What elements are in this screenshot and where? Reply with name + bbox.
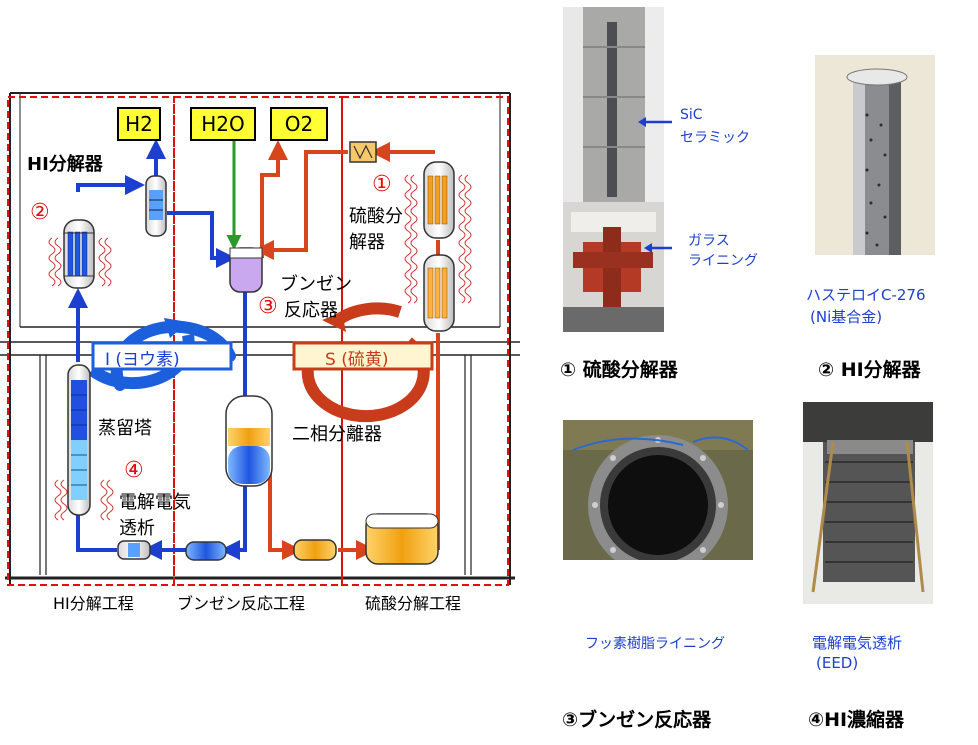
label-bunsen-2: 反応器 (284, 300, 338, 321)
label-two-phase: 二相分離器 (292, 424, 382, 445)
photo3-annotation: フッ素樹脂ライニング (585, 636, 725, 652)
hi-receiver-vessel (185, 541, 227, 561)
bunsen-reactor-vessel (229, 247, 263, 293)
iodine-arrowhead (164, 318, 188, 338)
red-piping (254, 140, 440, 560)
photo1-caption: ① 硫酸分解器 (560, 359, 678, 381)
label-bunsen-1: ブンゼン (280, 274, 352, 295)
heater-hatching (48, 174, 472, 521)
photo2-annotation-1: ハステロイC-276 (806, 286, 926, 304)
sulfuric-receiver-vessel (293, 539, 337, 561)
photo-bunsen-reactor (563, 420, 753, 560)
section-sulfuric: 硫酸分解工程 (365, 594, 462, 613)
section-bunsen: ブンゼン反応工程 (177, 594, 306, 613)
iodine-label-box (91, 341, 233, 371)
photo4-annotation-1: 電解電気透析 (812, 634, 903, 652)
hi-separator-vessel (145, 175, 167, 237)
label-sulfur-cycle: S (硫黄) (325, 350, 389, 370)
label-distillation: 蒸留塔 (98, 418, 152, 439)
eed-unit (117, 540, 151, 560)
sulfuric-storage-vessel (365, 513, 439, 565)
photo-sulfuric-decomposer (563, 7, 664, 332)
photo1-annotation-glass-2: ライニング (688, 253, 758, 269)
label-eed-2: 透析 (119, 518, 155, 539)
two-phase-separator-vessel (225, 395, 273, 487)
process-diagram (0, 92, 520, 586)
marker-4: ④ (124, 458, 144, 483)
section-hi: HI分解工程 (53, 594, 134, 613)
photo-eed (803, 402, 933, 604)
photo1-pointer-arrows (638, 117, 672, 253)
sulfur-label-box (292, 341, 434, 371)
photo2-caption: ② HI分解器 (818, 359, 921, 381)
marker-2: ② (30, 200, 50, 225)
label-sulfuric-decomposer-2: 解器 (349, 232, 385, 253)
label-hi-decomposer: HI分解器 (27, 154, 103, 175)
blue-piping (68, 139, 247, 560)
photo2-annotation-2: (Ni基合金) (810, 308, 883, 326)
photo1-annotation-sic-2: セラミック (680, 130, 750, 146)
photo3-caption: ③ブンゼン反応器 (562, 709, 712, 731)
photo1-annotation-sic-1: SiC (680, 107, 703, 123)
hi-decomposer-vessel (63, 219, 95, 289)
photo4-caption: ④HI濃縮器 (808, 709, 905, 731)
sulfuric-decomposer-vessel-upper (423, 161, 455, 239)
o2-product-box: O2 (270, 107, 328, 141)
section-frames (7, 96, 509, 586)
label-eed-1: 電解電気 (119, 492, 191, 513)
h2o-product-box: H2O (190, 107, 256, 141)
label-iodine-cycle: I (ヨウ素) (105, 350, 180, 370)
sulfuric-decomposer-vessel-lower (423, 254, 455, 332)
label-sulfuric-decomposer-1: 硫酸分 (349, 206, 403, 227)
heat-exchanger-icon (349, 141, 377, 163)
photo4-annotation-2: (EED) (816, 654, 859, 672)
photo-hi-decomposer (815, 55, 935, 255)
building-frame (0, 92, 520, 585)
distillation-column (67, 364, 91, 516)
marker-3: ③ (258, 294, 278, 319)
photo1-annotation-glass-1: ガラス (688, 233, 730, 249)
h2-product-box: H2 (117, 107, 161, 141)
marker-1: ① (372, 172, 392, 197)
